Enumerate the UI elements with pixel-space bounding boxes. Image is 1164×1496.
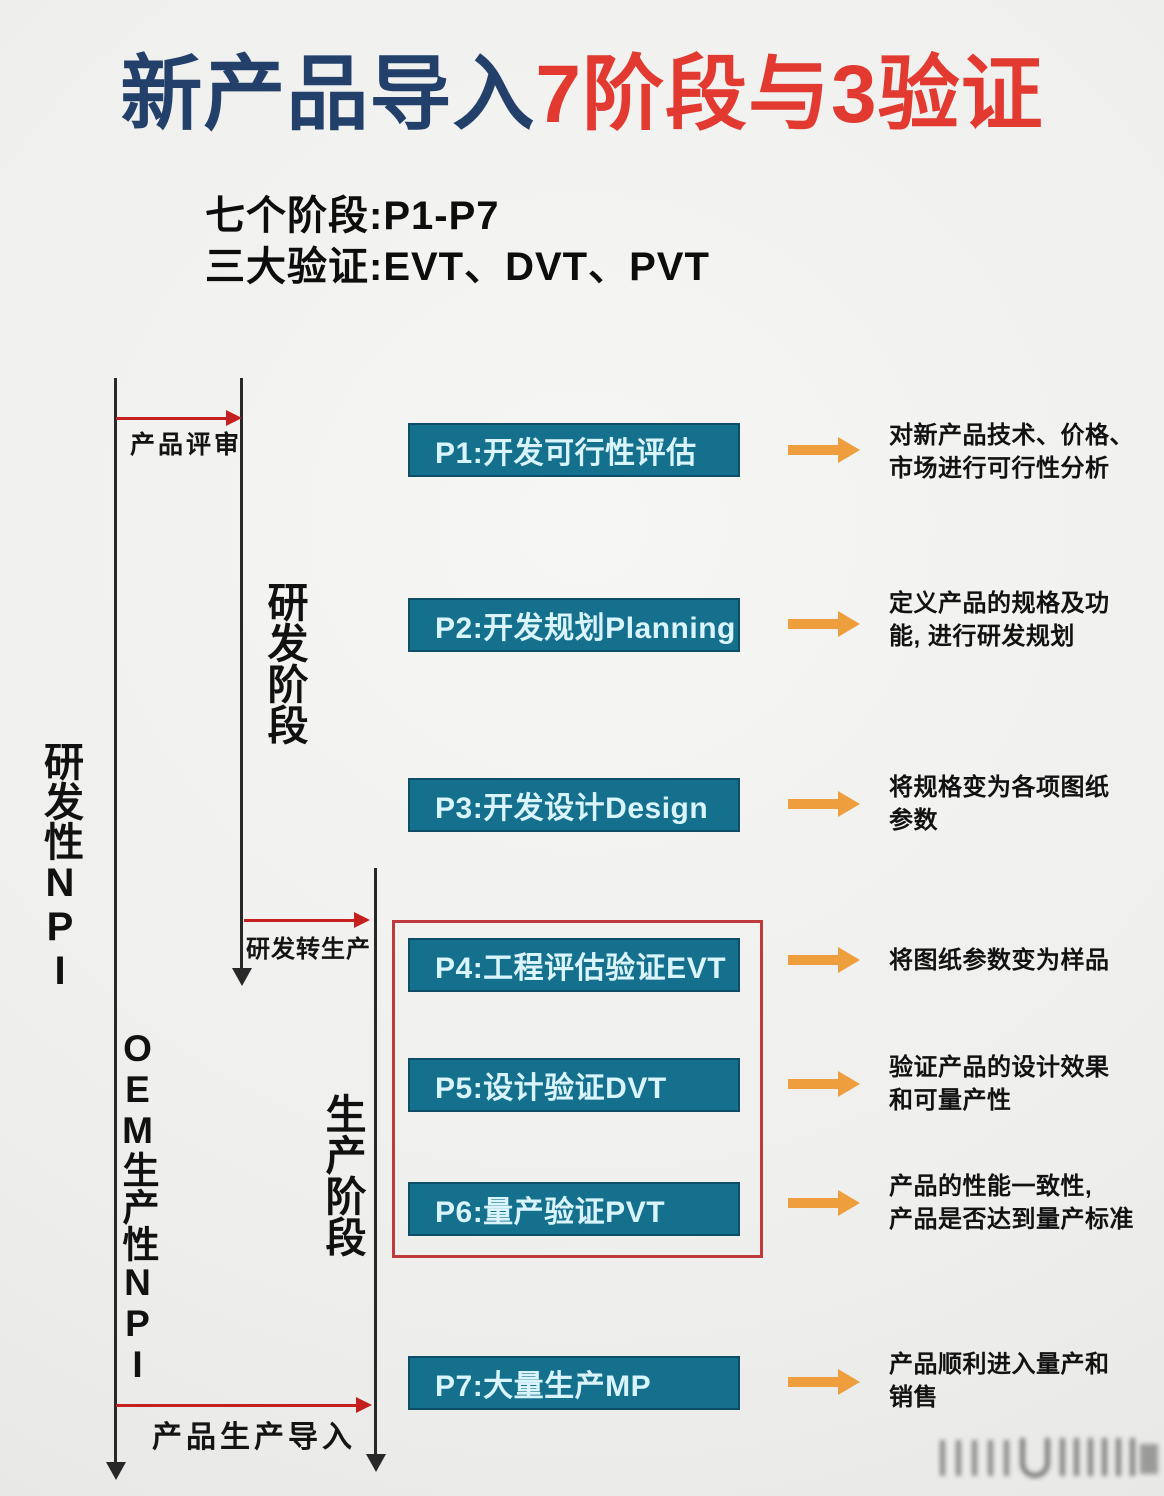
stage-p1-box: P1:开发可行性评估 [408,423,740,477]
product-review-label: 产品评审 [130,431,243,459]
timeline-line-left [114,378,117,1462]
stage-p5-desc: 验证产品的设计效果 和可量产性 [889,1051,1164,1117]
watermark-strokes [1140,1444,1158,1474]
stage-p3-label: P3:开发设计Design [435,792,709,825]
timeline-line-rd [240,378,243,968]
orange-arrow-head [838,437,860,463]
lane-label-rd-npi: 研发性NPI [38,741,82,993]
stage-p3-desc: 将规格变为各项图纸 参数 [889,771,1164,837]
production-intro-label: 产品生产导入 [152,1421,356,1454]
stage-p6-desc-line1: 产品的性能一致性, [889,1173,1093,1200]
watermark-strokes [1020,1438,1050,1478]
rd-to-production-arrow [244,919,354,922]
stage-p1-desc: 对新产品技术、价格、 市场进行可行性分析 [889,419,1164,485]
watermark [915,1430,1160,1480]
stage-p7-box: P7:大量生产MP [408,1356,740,1410]
stage-p2-label: P2:开发规划Planning [435,612,736,645]
orange-arrow-head [838,947,860,973]
stage-p5-box: P5:设计验证DVT [408,1058,740,1112]
stage-p7-desc-line1: 产品顺利进入量产和 [889,1351,1110,1378]
watermark-strokes [1060,1438,1135,1476]
orange-arrow-shaft [788,955,838,965]
stage-p2-desc: 定义产品的规格及功 能, 进行研发规划 [889,587,1164,653]
stage-p5-desc-line1: 验证产品的设计效果 [889,1054,1110,1081]
stage-p6-desc: 产品的性能一致性, 产品是否达到量产标准 [889,1170,1164,1236]
orange-arrow-head [838,1369,860,1395]
orange-arrow-shaft [788,1198,838,1208]
stage-p6-label: P6:量产验证PVT [435,1196,666,1229]
stage-p6-box: P6:量产验证PVT [408,1182,740,1236]
page-title: 新产品导入7阶段与3验证 [120,46,1043,144]
stage-p1-desc-line1: 对新产品技术、价格、 [889,422,1134,449]
stage-p6-desc-line2: 产品是否达到量产标准 [889,1206,1134,1233]
stage-p4-desc: 将图纸参数变为样品 [889,944,1164,977]
orange-arrow-shaft [788,1377,838,1387]
production-intro-arrowhead-icon [356,1397,372,1413]
stage-p7-desc: 产品顺利进入量产和 销售 [889,1348,1164,1414]
orange-arrow-shaft [788,445,838,455]
timeline-line-left-arrowhead-icon [106,1462,126,1480]
stage-p5-desc-line2: 和可量产性 [889,1087,1012,1114]
lane-label-oem-npi: OEM生产性NPI [117,1028,158,1385]
stage-p3-box: P3:开发设计Design [408,778,740,832]
stage-p1-desc-line2: 市场进行可行性分析 [889,455,1110,482]
stage-p4-box: P4:工程评估验证EVT [408,938,740,992]
stage-p3-desc-line1: 将规格变为各项图纸 [889,774,1110,801]
stage-p2-desc-line2: 能, 进行研发规划 [889,623,1075,650]
subtitle-line2: 三大验证:EVT、DVT、PVT [205,245,710,289]
page-title-prefix: 新产品导入 [120,49,536,140]
production-intro-arrow [116,1404,356,1407]
rd-to-production-arrowhead-icon [354,912,370,928]
stage-p3-desc-line2: 参数 [889,807,938,834]
orange-arrow-shaft [788,619,838,629]
orange-arrow-head [838,1190,860,1216]
lane-label-production-phase: 生产阶段 [319,1093,365,1257]
orange-arrow-shaft [788,799,838,809]
product-review-arrow [116,417,226,420]
watermark-strokes [940,1440,1010,1476]
orange-arrow-head [838,1071,860,1097]
product-review-arrowhead-icon [226,410,242,426]
stage-p7-label: P7:大量生产MP [435,1370,652,1403]
subtitle: 七个阶段:P1-P7 三大验证:EVT、DVT、PVT [205,191,710,293]
orange-arrow-shaft [788,1079,838,1089]
stage-p7-desc-line2: 销售 [889,1384,938,1411]
orange-arrow-head [838,611,860,637]
stage-p2-box: P2:开发规划Planning [408,598,740,652]
stage-p2-desc-line1: 定义产品的规格及功 [889,590,1110,617]
timeline-line-production-arrowhead-icon [366,1454,386,1472]
orange-arrow-head [838,791,860,817]
subtitle-line1: 七个阶段:P1-P7 [205,194,500,238]
timeline-line-rd-arrowhead-icon [232,968,252,986]
verification-outline [392,920,763,1258]
timeline-line-production [374,868,377,1454]
stage-p5-label: P5:设计验证DVT [435,1072,667,1105]
stage-p4-label: P4:工程评估验证EVT [435,952,727,985]
lane-label-rd-phase: 研发阶段 [261,581,307,745]
stage-p1-label: P1:开发可行性评估 [435,437,697,470]
stage-p4-desc-line1: 将图纸参数变为样品 [889,947,1110,974]
rd-to-production-label: 研发转生产 [246,936,371,963]
page-title-highlight: 7阶段与3验证 [535,49,1044,140]
